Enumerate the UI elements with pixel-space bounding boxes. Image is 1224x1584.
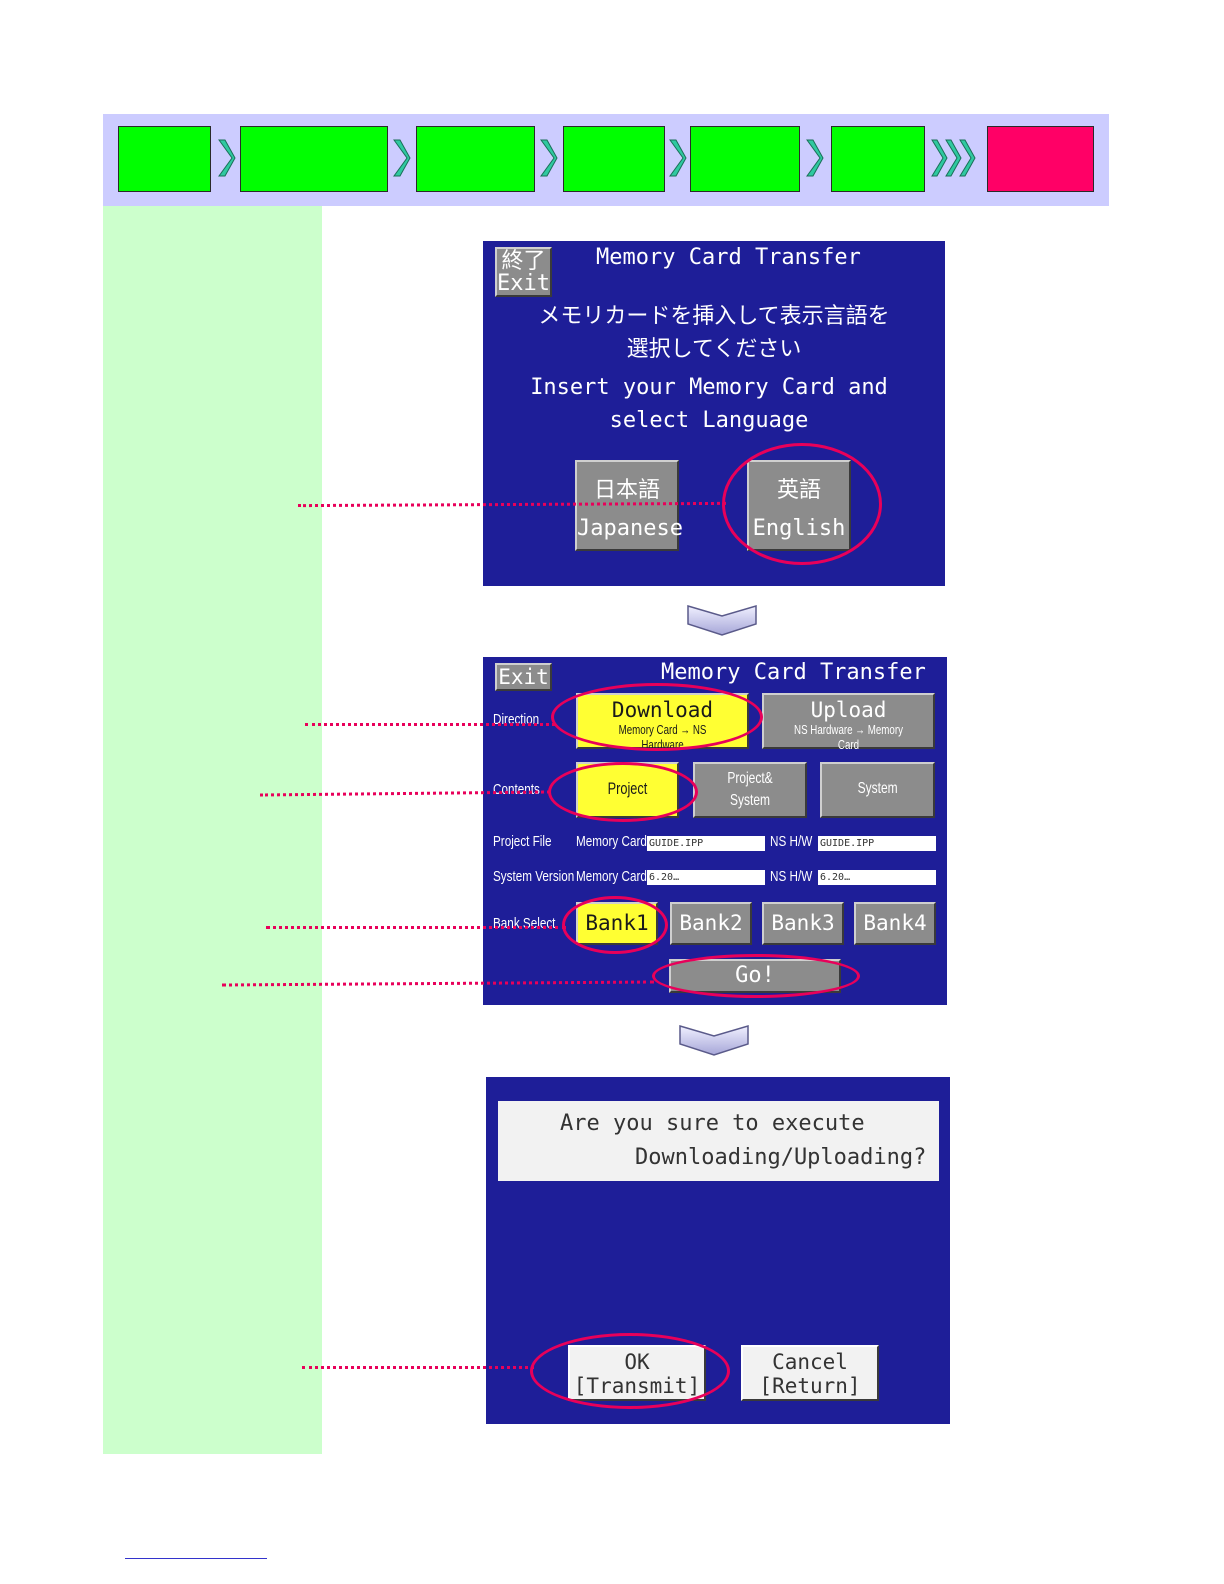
progress-step-1: [118, 126, 211, 192]
download-highlight-circle: [551, 683, 763, 751]
project-file-memory-card-label: Memory Card: [576, 833, 647, 850]
screen-title: Memory Card Transfer: [596, 245, 861, 270]
instruction-en-line2: select Language: [609, 408, 809, 433]
japanese-label-jp: 日本語: [593, 478, 660, 503]
confirm-message-box: Are you sure to execute Downloading/Uplo…: [498, 1101, 939, 1181]
project-file-memory-card-field: GUIDE.IPP: [647, 836, 765, 851]
system-version-ns-hw-label: NS H/W: [770, 868, 813, 885]
bank3-label: Bank3: [771, 911, 835, 935]
instruction-jp-line1: メモリカードを挿入して表示言語を: [538, 304, 890, 329]
confirm-message-line1: Are you sure to execute: [560, 1111, 865, 1136]
exit-button[interactable]: Exit: [495, 663, 552, 691]
progress-step-7-current: [987, 126, 1094, 192]
callout-leader-ok: [302, 1366, 534, 1369]
bank4-label: Bank4: [863, 911, 927, 935]
language-select-screen: 終了 Exit Memory Card Transfer メモリカードを挿入して…: [483, 241, 945, 586]
chevron-right-icon: [218, 139, 236, 177]
project-and-system-label-1: Project&: [727, 770, 773, 787]
go-highlight-circle: [652, 954, 860, 998]
progress-step-5: [690, 126, 800, 192]
cancel-label: Cancel: [772, 1350, 848, 1374]
chevron-right-icon: [393, 139, 411, 177]
project-highlight-circle: [548, 762, 698, 822]
return-label: [Return]: [759, 1374, 861, 1398]
project-file-ns-hw-label: NS H/W: [770, 833, 813, 850]
project-and-system-button[interactable]: Project& System: [693, 762, 807, 818]
exit-label-jp: 終了: [501, 249, 546, 274]
instruction-jp-line2: 選択してください: [626, 337, 802, 362]
upload-button[interactable]: Upload NS Hardware → Memory Card: [762, 693, 935, 752]
system-version-memory-card-field: 6.20…: [647, 870, 765, 885]
progress-step-2: [240, 126, 388, 192]
chevron-right-icon: [806, 139, 824, 177]
bank2-label: Bank2: [679, 911, 743, 935]
project-file-label: Project File: [493, 833, 552, 850]
triple-chevron-right-icon: [931, 139, 976, 177]
english-highlight-circle: [722, 443, 882, 565]
bank4-button[interactable]: Bank4: [854, 902, 936, 945]
bank3-button[interactable]: Bank3: [762, 902, 844, 945]
exit-button[interactable]: 終了 Exit: [495, 247, 552, 297]
bank1-highlight-circle: [562, 896, 668, 954]
progress-band: [103, 114, 1109, 206]
project-and-system-label-2: System: [729, 792, 771, 809]
left-column: [103, 206, 322, 1454]
project-file-ns-hw-field: GUIDE.IPP: [818, 836, 936, 851]
bank-select-label: Bank Select: [493, 915, 556, 932]
progress-step-6: [831, 126, 925, 192]
callout-leader-direction: [305, 723, 555, 726]
confirm-message-line2: Downloading/Uploading?: [635, 1145, 927, 1170]
contents-label: Contents: [493, 781, 540, 798]
instruction-en-line1: Insert your Memory Card and: [530, 375, 888, 400]
screen-title: Memory Card Transfer: [661, 660, 926, 685]
system-version-ns-hw-field: 6.20…: [818, 870, 936, 885]
down-arrow-icon: [679, 1024, 749, 1056]
chevron-right-icon: [540, 139, 558, 177]
footer-rule: [125, 1558, 267, 1559]
chevron-right-icon: [669, 139, 687, 177]
system-version-label: System Version: [493, 868, 575, 885]
down-arrow-icon: [687, 604, 757, 636]
exit-label: Exit: [498, 665, 549, 689]
callout-leader-bank: [266, 926, 566, 929]
progress-step-4: [563, 126, 665, 192]
system-version-memory-card-label: Memory Card: [576, 868, 647, 885]
upload-label: Upload: [810, 698, 887, 722]
japanese-button[interactable]: 日本語 Japanese: [575, 460, 683, 551]
japanese-label-en: Japanese: [577, 516, 683, 541]
exit-label-en: Exit: [497, 271, 550, 296]
bank2-button[interactable]: Bank2: [670, 902, 752, 945]
ok-highlight-circle: [530, 1333, 730, 1409]
system-label: System: [857, 780, 898, 797]
upload-sub-label: NS Hardware → Memory Card: [794, 722, 903, 752]
progress-step-3: [416, 126, 535, 192]
system-button[interactable]: System: [820, 762, 935, 818]
cancel-return-button[interactable]: Cancel [Return]: [741, 1345, 879, 1401]
